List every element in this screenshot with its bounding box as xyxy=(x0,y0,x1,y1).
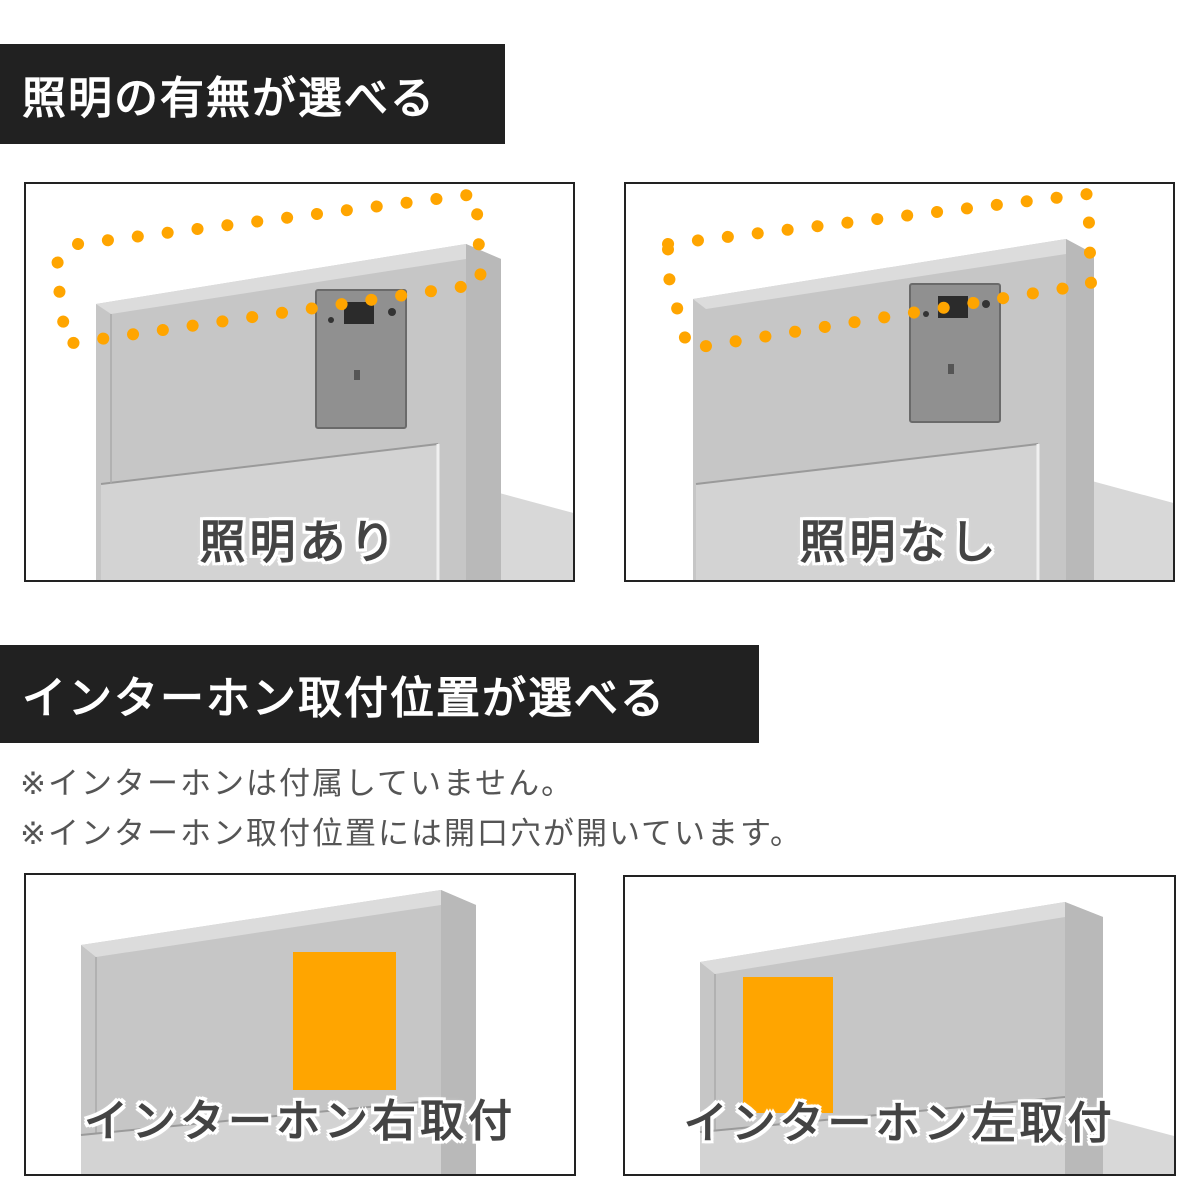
lighting-section-heading: 照明の有無が選べる xyxy=(0,44,505,144)
intercom-section-heading: インターホン取付位置が選べる xyxy=(0,645,759,743)
post-illustration-with-light xyxy=(49,187,573,580)
lighting-option-with-light-panel: 照明あり xyxy=(24,182,575,582)
post-illustration-without-light xyxy=(662,187,1173,580)
post-illustration-intercom-left xyxy=(699,902,1174,1174)
intercom-note-opening-hole: ※インターホン取付位置には開口穴が開いています。 xyxy=(20,816,803,852)
lighting-option-without-light-panel: 照明なし xyxy=(624,182,1175,582)
intercom-right-label: インターホン右取付 xyxy=(84,1096,516,1147)
intercom-left-label: インターホン左取付 xyxy=(683,1098,1116,1149)
intercom-right-position-marker xyxy=(293,952,396,1090)
intercom-left-panel: インターホン左取付 xyxy=(623,875,1176,1176)
intercom-left-position-marker xyxy=(743,977,833,1113)
intercom-right-panel: インターホン右取付 xyxy=(24,873,576,1176)
no-light-highlight-dotted-outline xyxy=(662,187,1098,356)
intercom-note-not-included: ※インターホンは付属していません。 xyxy=(20,766,575,802)
without-light-label: 照明なし xyxy=(799,515,1000,569)
light-highlight-dotted-outline xyxy=(49,187,488,351)
with-light-label: 照明あり xyxy=(199,515,400,569)
post-illustration-intercom-right xyxy=(80,890,476,1174)
